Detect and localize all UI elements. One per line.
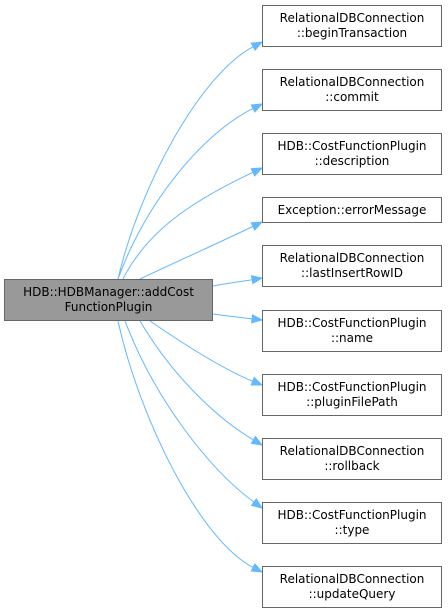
- arrowhead-icon: [250, 167, 264, 177]
- callee-label-line2: ::commit: [325, 90, 379, 104]
- callee-node-description[interactable]: HDB::CostFunctionPlugin ::description: [262, 133, 442, 175]
- callee-label-line1: HDB::CostFunctionPlugin: [277, 316, 427, 330]
- arrowhead-icon: [250, 221, 264, 231]
- arrowhead-icon: [250, 275, 264, 285]
- call-edge-4: [212, 279, 253, 287]
- arrowhead-icon: [250, 376, 264, 386]
- callee-label-line1: RelationalDBConnection: [279, 444, 425, 458]
- callee-label-line2: ::description: [314, 154, 390, 168]
- callee-label-line1: HDB::CostFunctionPlugin: [277, 508, 427, 522]
- call-edge-6: [149, 320, 253, 382]
- callee-label-line1: RelationalDBConnection: [279, 75, 425, 89]
- call-edge-2: [122, 171, 254, 280]
- callee-node-lastinsertrowid[interactable]: RelationalDBConnection ::lastInsertRowID: [262, 245, 442, 287]
- callee-node-begintransaction[interactable]: RelationalDBConnection ::beginTransactio…: [262, 5, 442, 47]
- callee-label-line1: HDB::CostFunctionPlugin: [277, 380, 427, 394]
- source-node-label-line1: HDB::HDBManager::addCost: [23, 285, 194, 299]
- callee-label-line2: ::updateQuery: [308, 587, 396, 601]
- callee-label-line1: Exception::errorMessage: [277, 202, 427, 217]
- arrowhead-icon: [250, 562, 264, 573]
- callee-node-updatequery[interactable]: RelationalDBConnection ::updateQuery: [262, 566, 442, 608]
- callee-node-errormessage[interactable]: Exception::errorMessage: [262, 197, 442, 223]
- arrowhead-icon: [251, 314, 264, 324]
- call-edge-0: [117, 46, 254, 280]
- callee-label-line2: ::rollback: [324, 459, 380, 473]
- arrowhead-icon: [250, 103, 264, 113]
- call-edge-1: [117, 108, 254, 280]
- callee-node-type[interactable]: HDB::CostFunctionPlugin ::type: [262, 502, 442, 544]
- callee-label-line1: RelationalDBConnection: [279, 572, 425, 586]
- callee-label-line1: RelationalDBConnection: [279, 11, 425, 25]
- callee-node-commit[interactable]: RelationalDBConnection ::commit: [262, 69, 442, 111]
- arrowhead-icon: [250, 435, 264, 446]
- source-node-label-line2: FunctionPlugin: [64, 300, 153, 314]
- callee-label-line1: RelationalDBConnection: [279, 251, 425, 265]
- call-edge-7: [139, 320, 254, 441]
- call-edge-9: [117, 320, 254, 568]
- callee-label-line2: ::lastInsertRowID: [301, 266, 403, 280]
- call-edge-8: [124, 320, 255, 503]
- callee-label-line2: ::pluginFilePath: [306, 395, 398, 409]
- callee-label-line2: ::beginTransaction: [296, 26, 408, 40]
- callee-node-pluginfilepath[interactable]: HDB::CostFunctionPlugin ::pluginFilePath: [262, 374, 442, 416]
- callee-label-line1: HDB::CostFunctionPlugin: [277, 139, 427, 153]
- callee-label-line2: ::type: [334, 523, 370, 537]
- arrowhead-icon: [250, 497, 264, 509]
- source-node-addcostfunctionplugin[interactable]: HDB::HDBManager::addCost FunctionPlugin: [4, 279, 213, 321]
- callee-node-rollback[interactable]: RelationalDBConnection ::rollback: [262, 438, 442, 480]
- callee-label-line2: ::name: [330, 331, 374, 345]
- call-edge-3: [139, 225, 254, 280]
- call-edge-5: [212, 313, 253, 320]
- arrowhead-icon: [250, 41, 264, 52]
- callee-node-name[interactable]: HDB::CostFunctionPlugin ::name: [262, 310, 442, 352]
